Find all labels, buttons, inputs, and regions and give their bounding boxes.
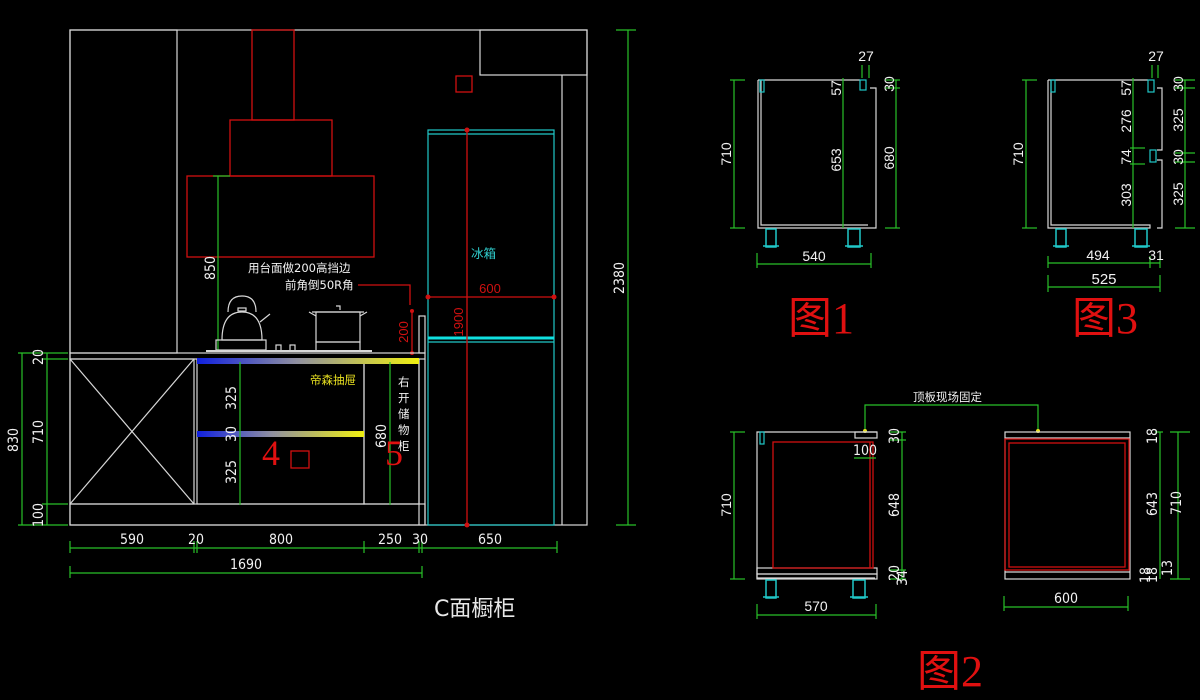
- fig2-right-top-dim: 18: [1145, 428, 1161, 444]
- fig2-right-total-dim: 710: [1169, 491, 1185, 515]
- fig2-left-width-dim: 570: [804, 598, 828, 614]
- left-total-dim: 830: [6, 428, 22, 452]
- fig3-right-mid1-dim: 325: [1170, 108, 1186, 132]
- marker-4-box: [290, 450, 310, 469]
- marker-4: 4: [262, 433, 280, 473]
- fig3-seg2-dim: 74: [1118, 149, 1134, 165]
- fig3-height-dim: 710: [1010, 142, 1026, 166]
- fig3-right-mid2-dim: 30: [1170, 149, 1186, 165]
- marker-5: 5: [385, 433, 403, 473]
- drawing-title: C面橱柜: [434, 597, 515, 622]
- svg-text:储: 储: [398, 407, 410, 421]
- fig2-right-width-dim: 600: [1054, 591, 1078, 607]
- range-hood: [186, 29, 375, 258]
- fig3-view: 710 57 276 74 303 27 30 325 30 325 494 3…: [1010, 48, 1195, 343]
- fridge: [427, 129, 555, 526]
- bottom-dims: 590 20 800 250 30 650 1690: [69, 532, 558, 578]
- total-height-dim: 2380: [612, 262, 628, 294]
- fig1-inner-dim: 653: [828, 148, 844, 172]
- fig1-height-dim: 710: [718, 142, 734, 166]
- elevation-view: 850 用台面做200高挡边 前角倒50R角 20: [6, 29, 636, 622]
- fig3-top-dim: 57: [1118, 80, 1134, 96]
- backsplash: [418, 315, 426, 354]
- fig3-width-inner-dim: 494: [1086, 247, 1110, 263]
- fig1-right-top-dim: 30: [881, 76, 897, 92]
- adjustable-leg-icon: [850, 579, 868, 599]
- socket-marker: [455, 75, 473, 93]
- fig2-right-mid-dim: 643: [1145, 492, 1161, 516]
- drawer-dim-lower: 325: [224, 460, 240, 484]
- fig3-top-gap-dim: 27: [1148, 48, 1164, 64]
- fig1-top-gap-dim: 27: [858, 48, 874, 64]
- kettle-icon: [215, 295, 271, 351]
- left-bottom-dim: 100: [31, 503, 47, 527]
- drawer-dim-gap: 30: [224, 426, 240, 442]
- fig3-width-right-dim: 31: [1148, 247, 1164, 263]
- fig1-label: 图1: [788, 294, 854, 343]
- top-note-leader: [864, 404, 1039, 430]
- storage-cabinet: [363, 358, 420, 505]
- svg-text:开: 开: [398, 391, 410, 405]
- fig1-view: 710 57 653 27 30 680 540 图1: [718, 48, 900, 343]
- fridge-label: 冰箱: [471, 246, 496, 261]
- fig3-seg1-dim: 276: [1118, 109, 1134, 133]
- bottom-dim-5: 30: [412, 532, 428, 548]
- led-strip-top: [197, 358, 419, 364]
- pot-icon: [308, 305, 368, 352]
- fig2-left-right-top-dim: 30: [887, 428, 903, 444]
- fig1-top-dim: 57: [828, 80, 844, 96]
- plinth: [69, 503, 426, 526]
- fig2-left-inner-dim: 100: [853, 443, 877, 459]
- note-leader: [358, 284, 411, 305]
- fig2-left-right-bot2-dim: 34: [895, 570, 911, 586]
- adjustable-leg-icon: [763, 228, 779, 248]
- bottom-dim-6: 650: [478, 532, 502, 548]
- drawer-label: 帝森抽屉: [310, 373, 356, 387]
- fig3-seg3-dim: 303: [1118, 183, 1134, 207]
- left-wall-hatch: [69, 29, 178, 354]
- fig3-right-top-dim: 30: [1170, 76, 1186, 92]
- bottom-dim-4: 250: [378, 532, 402, 548]
- storage-dim-height: 680: [374, 424, 390, 448]
- bottom-dim-1: 590: [120, 532, 144, 548]
- hood-height-dim: 850: [203, 256, 219, 280]
- fig2-right-bot2-dim: 18: [1145, 567, 1161, 583]
- fridge-width-dim: 600: [479, 281, 501, 296]
- fig2-left-height-dim: 710: [718, 493, 734, 517]
- bottom-dim-3: 800: [269, 532, 293, 548]
- bottom-dim-2: 20: [188, 532, 204, 548]
- left-top-dim: 20: [31, 349, 47, 365]
- countertop-note-line2: 前角倒50R角: [285, 278, 354, 292]
- adjustable-leg-icon: [845, 228, 863, 248]
- countertop-note-line1: 用台面做200高挡边: [248, 261, 351, 275]
- fig1-right-dim: 680: [881, 146, 897, 170]
- led-strip-middle: [197, 431, 364, 437]
- fig2-label: 图2: [917, 647, 983, 696]
- fig3-width-total-dim: 525: [1091, 271, 1116, 288]
- fig2-left-right-mid-dim: 648: [887, 493, 903, 517]
- fig2-view: 顶板现场固定 710 100 30 648 20 34 570: [718, 390, 1190, 696]
- adjustable-leg-icon: [1053, 228, 1069, 248]
- left-middle-dim: 710: [31, 420, 47, 444]
- adjustable-leg-icon: [763, 579, 779, 599]
- fig2-left-right-bot1-dim: 20: [887, 565, 903, 581]
- fig2-top-note: 顶板现场固定: [913, 390, 982, 404]
- backsplash-height-dim: 200: [396, 321, 411, 343]
- fig2-right-bot1-dim: 18: [1138, 567, 1154, 583]
- fig3-right-bot-dim: 325: [1170, 182, 1186, 206]
- fig1-width-dim: 540: [802, 248, 826, 264]
- drawer-dim-upper: 325: [224, 386, 240, 410]
- left-dims: 830 20 710 100: [6, 349, 68, 527]
- svg-text:右: 右: [398, 375, 410, 389]
- fig3-label: 图3: [1072, 294, 1138, 343]
- adjustable-leg-icon: [1132, 228, 1150, 248]
- fig2-right-bot3-dim: 13: [1160, 560, 1176, 576]
- fridge-height-dim: 1900: [451, 308, 466, 337]
- bottom-total-dim: 1690: [230, 557, 262, 573]
- ceiling-beam-hatch: [479, 29, 588, 76]
- svg-text:物: 物: [398, 423, 410, 437]
- svg-text:柜: 柜: [398, 439, 410, 453]
- storage-cabinet-label: 右 开 储 物 柜: [398, 375, 410, 453]
